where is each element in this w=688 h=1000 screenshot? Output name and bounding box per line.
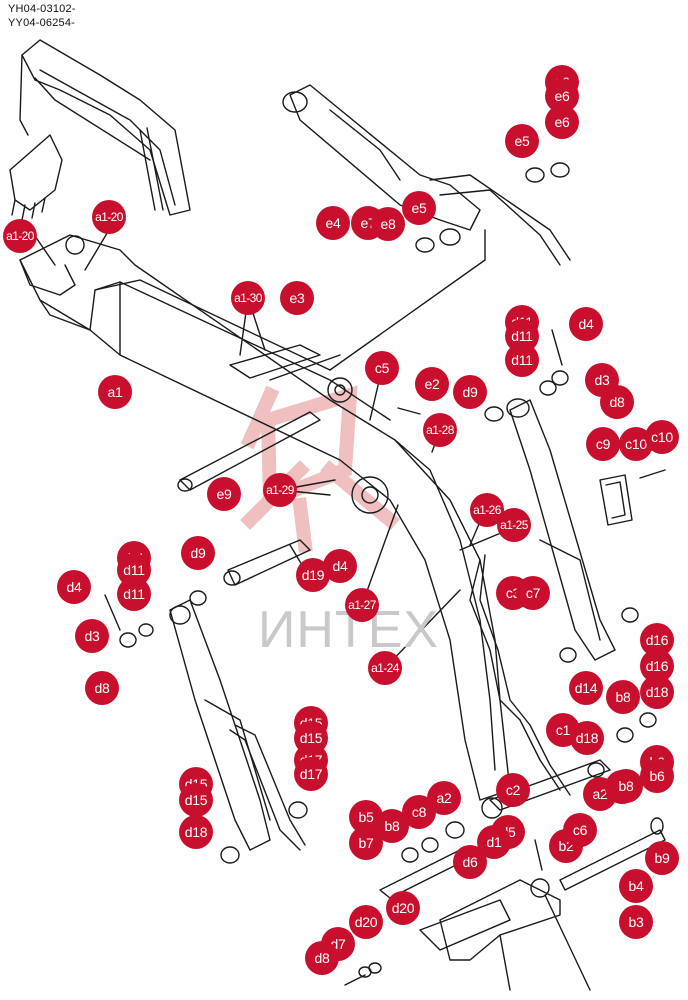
callout-marker[interactable]: a1-20	[3, 219, 37, 253]
callout-marker[interactable]: e5	[505, 124, 539, 158]
callout-marker[interactable]: c8	[402, 795, 436, 829]
callout-marker[interactable]: d11	[505, 319, 539, 353]
callout-marker[interactable]: d15	[179, 783, 213, 817]
callout-marker[interactable]: b8	[609, 769, 643, 803]
callout-marker[interactable]: c5	[365, 351, 399, 385]
callout-marker[interactable]: e8	[371, 207, 405, 241]
callout-marker[interactable]: c10	[645, 420, 679, 454]
callout-marker[interactable]: d3	[585, 363, 619, 397]
callout-marker[interactable]: a1-27	[345, 588, 379, 622]
callout-marker[interactable]: a1-30	[231, 281, 265, 315]
callout-marker[interactable]: a1-24	[368, 651, 402, 685]
callout-marker[interactable]: b9	[645, 841, 679, 875]
callout-marker[interactable]: d8	[85, 671, 119, 705]
callout-marker[interactable]: c7	[516, 576, 550, 610]
callout-marker[interactable]: d18	[570, 721, 604, 755]
callout-marker[interactable]: b4	[619, 869, 653, 903]
callout-marker[interactable]: d20	[386, 891, 420, 925]
callout-marker[interactable]: c6	[563, 813, 597, 847]
callout-marker[interactable]: a1-29	[263, 473, 297, 507]
callout-marker[interactable]: e5	[402, 191, 436, 225]
callout-marker[interactable]: d17	[294, 757, 328, 791]
callout-marker[interactable]: e6	[545, 79, 579, 113]
header-code-2: YY04-06254-	[8, 17, 76, 29]
callout-marker[interactable]: e2	[415, 367, 449, 401]
callout-marker[interactable]: d20	[349, 905, 383, 939]
callout-marker[interactable]: d18	[179, 815, 213, 849]
callout-marker[interactable]: d9	[453, 375, 487, 409]
callout-marker[interactable]: d18	[640, 675, 674, 709]
callout-marker[interactable]: d1	[477, 825, 511, 859]
callout-marker[interactable]: e9	[207, 477, 241, 511]
callout-marker[interactable]: b3	[619, 905, 653, 939]
callout-marker[interactable]: d8	[600, 385, 634, 419]
callout-marker[interactable]: c9	[586, 427, 620, 461]
callout-marker[interactable]: d9	[181, 536, 215, 570]
callout-marker[interactable]: b8	[606, 680, 640, 714]
callout-marker[interactable]: a1-28	[423, 413, 457, 447]
callout-marker[interactable]: d14	[569, 671, 603, 705]
watermark-logo	[240, 385, 400, 553]
callout-marker[interactable]: d4	[57, 570, 91, 604]
callout-marker[interactable]: a1	[98, 375, 132, 409]
callout-marker[interactable]: d3	[75, 619, 109, 653]
diagram-lines	[9, 39, 666, 991]
callout-marker[interactable]: e4	[316, 206, 350, 240]
callout-marker[interactable]: a1-20	[92, 200, 126, 234]
header-code-1: YH04-03102-	[8, 3, 76, 15]
callout-marker[interactable]: a1-25	[497, 508, 531, 542]
callout-marker[interactable]: e3	[280, 281, 314, 315]
callout-marker[interactable]: d11	[117, 553, 151, 587]
callout-marker[interactable]: a1-26	[470, 493, 504, 527]
callout-marker[interactable]: d8	[305, 941, 339, 975]
callout-marker[interactable]: b7	[349, 826, 383, 860]
callout-marker[interactable]: d4	[569, 307, 603, 341]
callout-marker[interactable]: b6	[640, 759, 674, 793]
callout-marker[interactable]: d4	[323, 549, 357, 583]
callout-marker[interactable]: c2	[496, 773, 530, 807]
